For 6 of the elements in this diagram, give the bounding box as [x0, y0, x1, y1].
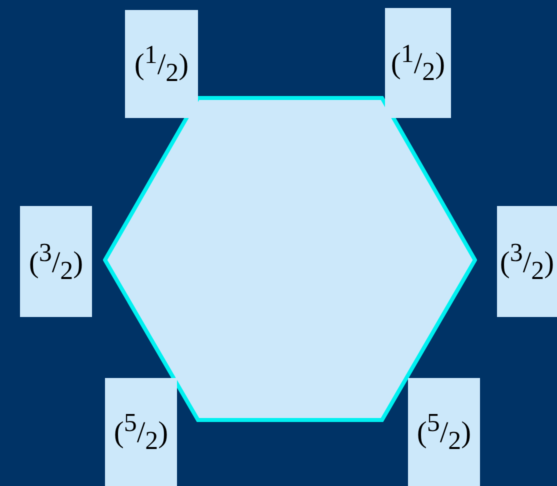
fraction-label: ($^{3}$/$_{2}$) — [497, 206, 557, 317]
fraction-label: ($^{5}$/$_{2}$) — [408, 378, 480, 486]
fraction-label: ($^{1}$/$_{2}$) — [385, 8, 451, 118]
fraction-label: ($^{3}$/$_{2}$) — [20, 206, 92, 317]
fraction-label: ($^{1}$/$_{2}$) — [125, 10, 198, 118]
fraction-label: ($^{5}$/$_{2}$) — [105, 378, 177, 486]
